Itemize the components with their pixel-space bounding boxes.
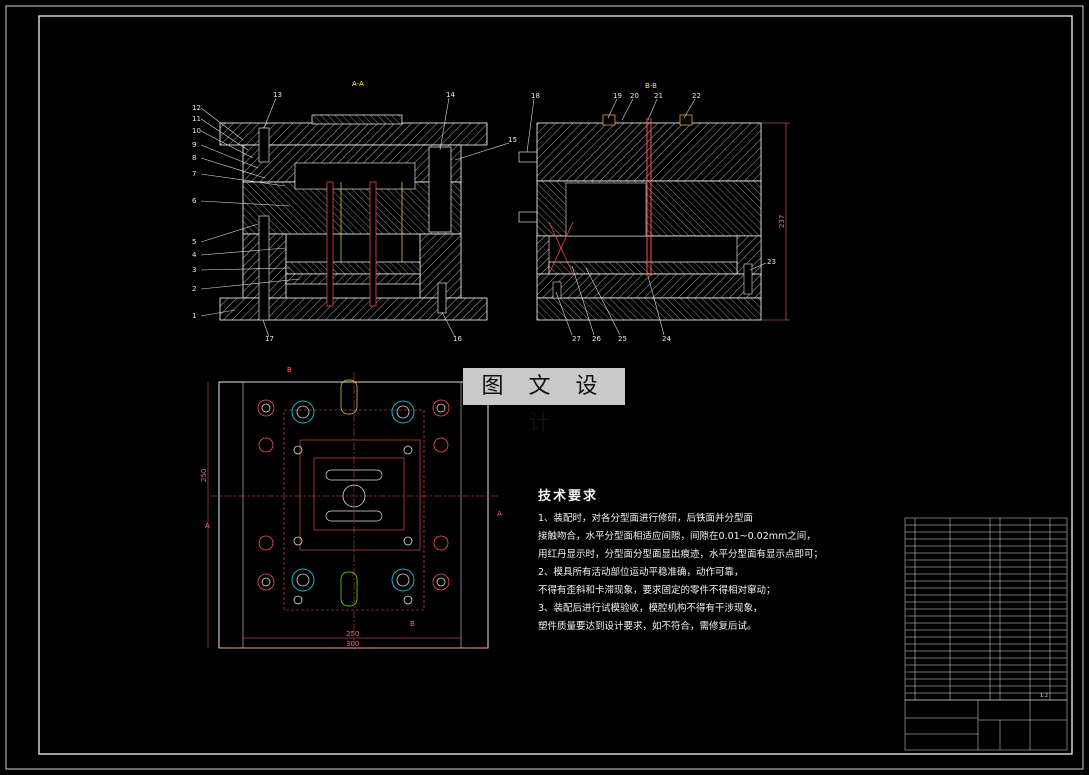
view-mark-a-left: A: [205, 522, 210, 530]
part-label-5: 5: [192, 238, 196, 246]
part-label-8: 8: [192, 154, 196, 162]
tech-line-4: 2、模具所有活动部位运动平稳准确，动作可靠，: [538, 567, 744, 578]
tech-title: 技术要求: [538, 489, 599, 504]
part-label-6: 6: [192, 197, 197, 205]
part-label-2: 2: [192, 285, 196, 293]
dim-plan-width-outer: 300: [346, 640, 359, 648]
view-mark-b-bottom: B: [410, 620, 415, 628]
part-label-10: 10: [192, 127, 201, 135]
view-mark-a-right: A: [497, 510, 502, 518]
technical-requirements: 技术要求 1、装配时，对各分型面进行修研，后铁面并分型面 接触吻合，水平分型面相…: [538, 488, 878, 636]
dim-plan-width-inner: 250: [346, 630, 359, 638]
part-label-20: 20: [630, 92, 639, 100]
inner-border: [38, 15, 1073, 755]
dim-plan-height: 250: [200, 469, 208, 482]
part-label-16: 16: [453, 335, 462, 343]
leader-lines-left: [200, 97, 510, 338]
part-label-3: 3: [192, 266, 196, 274]
part-label-4: 4: [192, 251, 197, 259]
section-aa: A-A: [192, 80, 517, 343]
part-label-1: 1: [192, 312, 196, 320]
title-scale: 1:2: [1040, 693, 1048, 699]
part-label-15: 15: [508, 136, 517, 144]
tech-line-3: 用红丹显示时，分型面分型面显出痕迹，水平分型面有显示点即可；: [538, 549, 824, 560]
section-bb: B-B 237: [518, 82, 790, 343]
tech-line-6: 3、装配后进行试模验收，模腔机构不得有干涉现象，: [538, 603, 763, 614]
part-label-25: 25: [618, 335, 627, 343]
tech-line-2: 接触吻合，水平分型面相适应间隙，间隙在0.01~0.02mm之间，: [538, 531, 816, 542]
part-label-7: 7: [192, 170, 196, 178]
part-label-19: 19: [613, 92, 622, 100]
part-label-17: 17: [265, 335, 274, 343]
plan-view: 250 250 300 B B A A: [200, 366, 502, 652]
part-label-14: 14: [446, 91, 455, 99]
part-label-24: 24: [662, 335, 671, 343]
section-bb-label: B-B: [645, 82, 657, 90]
labels-left: 12 11 10 9 8 7 6 5 4 3 2 1 13 14 15 16 1…: [192, 91, 517, 343]
tech-line-7: 塑件质量要达到设计要求，如不符合，需修复后试。: [538, 621, 757, 632]
watermark-banner: 图 文 设 计: [463, 368, 625, 436]
tech-line-5: 不得有歪斜和卡滞现象，要求固定的零件不得相对窜动；: [538, 585, 776, 596]
part-label-13: 13: [273, 91, 282, 99]
part-label-23: 23: [767, 258, 776, 266]
part-label-18: 18: [531, 92, 540, 100]
part-label-12: 12: [192, 104, 201, 112]
part-label-26: 26: [592, 335, 601, 343]
labels-right: 18 19 20 21 22 23 27 26 25 24: [531, 92, 776, 343]
outer-border: [5, 5, 1084, 770]
plan-holes: [257, 399, 450, 605]
part-label-22: 22: [692, 92, 701, 100]
part-label-11: 11: [192, 115, 201, 123]
part-label-9: 9: [192, 141, 196, 149]
parts-list: [904, 517, 1068, 751]
dim-height-right: 237: [778, 215, 786, 228]
part-label-27: 27: [572, 335, 581, 343]
tech-line-1: 1、装配时，对各分型面进行修研，后铁面并分型面: [538, 513, 754, 524]
section-aa-label: A-A: [352, 80, 364, 88]
leader-lines-right: [526, 98, 767, 336]
view-mark-b-top: B: [287, 366, 292, 374]
part-label-21: 21: [654, 92, 663, 100]
